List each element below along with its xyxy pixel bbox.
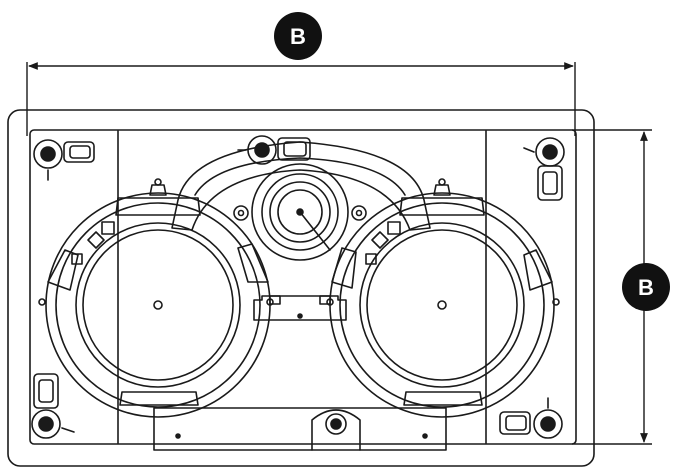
corner-clamp-top-right <box>523 137 565 201</box>
bottom-bracket <box>153 407 447 451</box>
corner-clamp-top-left <box>33 139 95 181</box>
corner-clamp-bottom-left <box>31 373 75 439</box>
right-woofer <box>326 178 560 418</box>
width-dimension <box>26 62 576 136</box>
inner-box <box>29 129 577 445</box>
corner-clamp-bottom-right <box>499 397 563 439</box>
width-label: B <box>290 24 306 49</box>
left-woofer <box>38 178 274 418</box>
width-label-badge: B <box>274 12 322 60</box>
tweeter <box>233 163 367 261</box>
outer-frame <box>7 109 595 467</box>
height-label-badge: B <box>622 263 670 311</box>
corner-clamp-top-center <box>237 135 311 165</box>
height-label: B <box>638 275 654 300</box>
